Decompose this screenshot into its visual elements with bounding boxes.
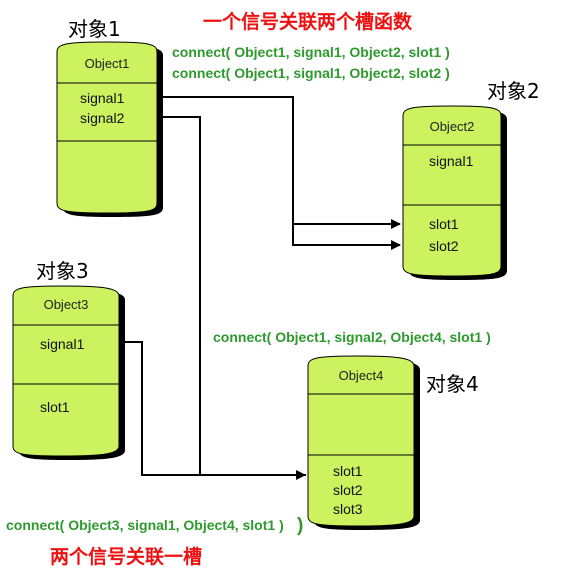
object1-signal1: signal1 — [80, 90, 125, 106]
object2-class-name: Object2 — [430, 119, 475, 134]
object1-class-name: Object1 — [85, 56, 130, 71]
connection-object3-signal1-to-object4-slot1 — [124, 341, 306, 480]
title-two-signals-one-slot: 两个信号关联一槽 — [50, 545, 202, 568]
object3-box: 对象3 Object3 signal1 slot1 — [12, 259, 125, 460]
title-one-signal-two-slots: 一个信号关联两个槽函数 — [203, 10, 413, 33]
object1-signal2: signal2 — [80, 110, 125, 126]
object4-slot2: slot2 — [333, 482, 363, 498]
connect-statement-1: connect( Object1, signal1, Object2, slot… — [172, 44, 450, 60]
object4-label: 对象4 — [426, 372, 479, 396]
object2-signal1: signal1 — [429, 153, 474, 169]
connect-statement-3: connect( Object1, signal2, Object4, slot… — [213, 329, 491, 345]
connect-statement-4-close-paren: ) — [297, 515, 303, 536]
object4-box: 对象4 Object4 slot1 slot2 slot3 — [307, 355, 479, 530]
object4-slot3: slot3 — [333, 501, 363, 517]
object2-label: 对象2 — [487, 79, 540, 103]
object3-class-name: Object3 — [44, 297, 89, 312]
connection-object1-signal1-to-object2-slot1 — [162, 96, 401, 229]
object3-slot1: slot1 — [40, 399, 70, 415]
object4-slot1: slot1 — [333, 463, 363, 479]
object4-class-name: Object4 — [339, 368, 384, 383]
object2-slot2: slot2 — [429, 238, 459, 254]
object1-label: 对象1 — [68, 17, 121, 41]
object3-signal1: signal1 — [40, 336, 85, 352]
connection-object1-signal1-to-object2-slot2 — [292, 224, 401, 250]
object1-box: 对象1 Object1 signal1 signal2 — [56, 17, 163, 217]
connect-statement-4: connect( Object3, signal1, Object4, slot… — [6, 517, 284, 533]
connect-statement-2: connect( Object1, signal1, Object2, slot… — [172, 65, 450, 81]
object2-box: 对象2 Object2 signal1 slot1 slot2 — [402, 79, 540, 280]
object2-slot1: slot1 — [429, 216, 459, 232]
object3-label: 对象3 — [36, 259, 89, 283]
connection-object1-signal2-to-object4-slot1 — [162, 116, 306, 476]
